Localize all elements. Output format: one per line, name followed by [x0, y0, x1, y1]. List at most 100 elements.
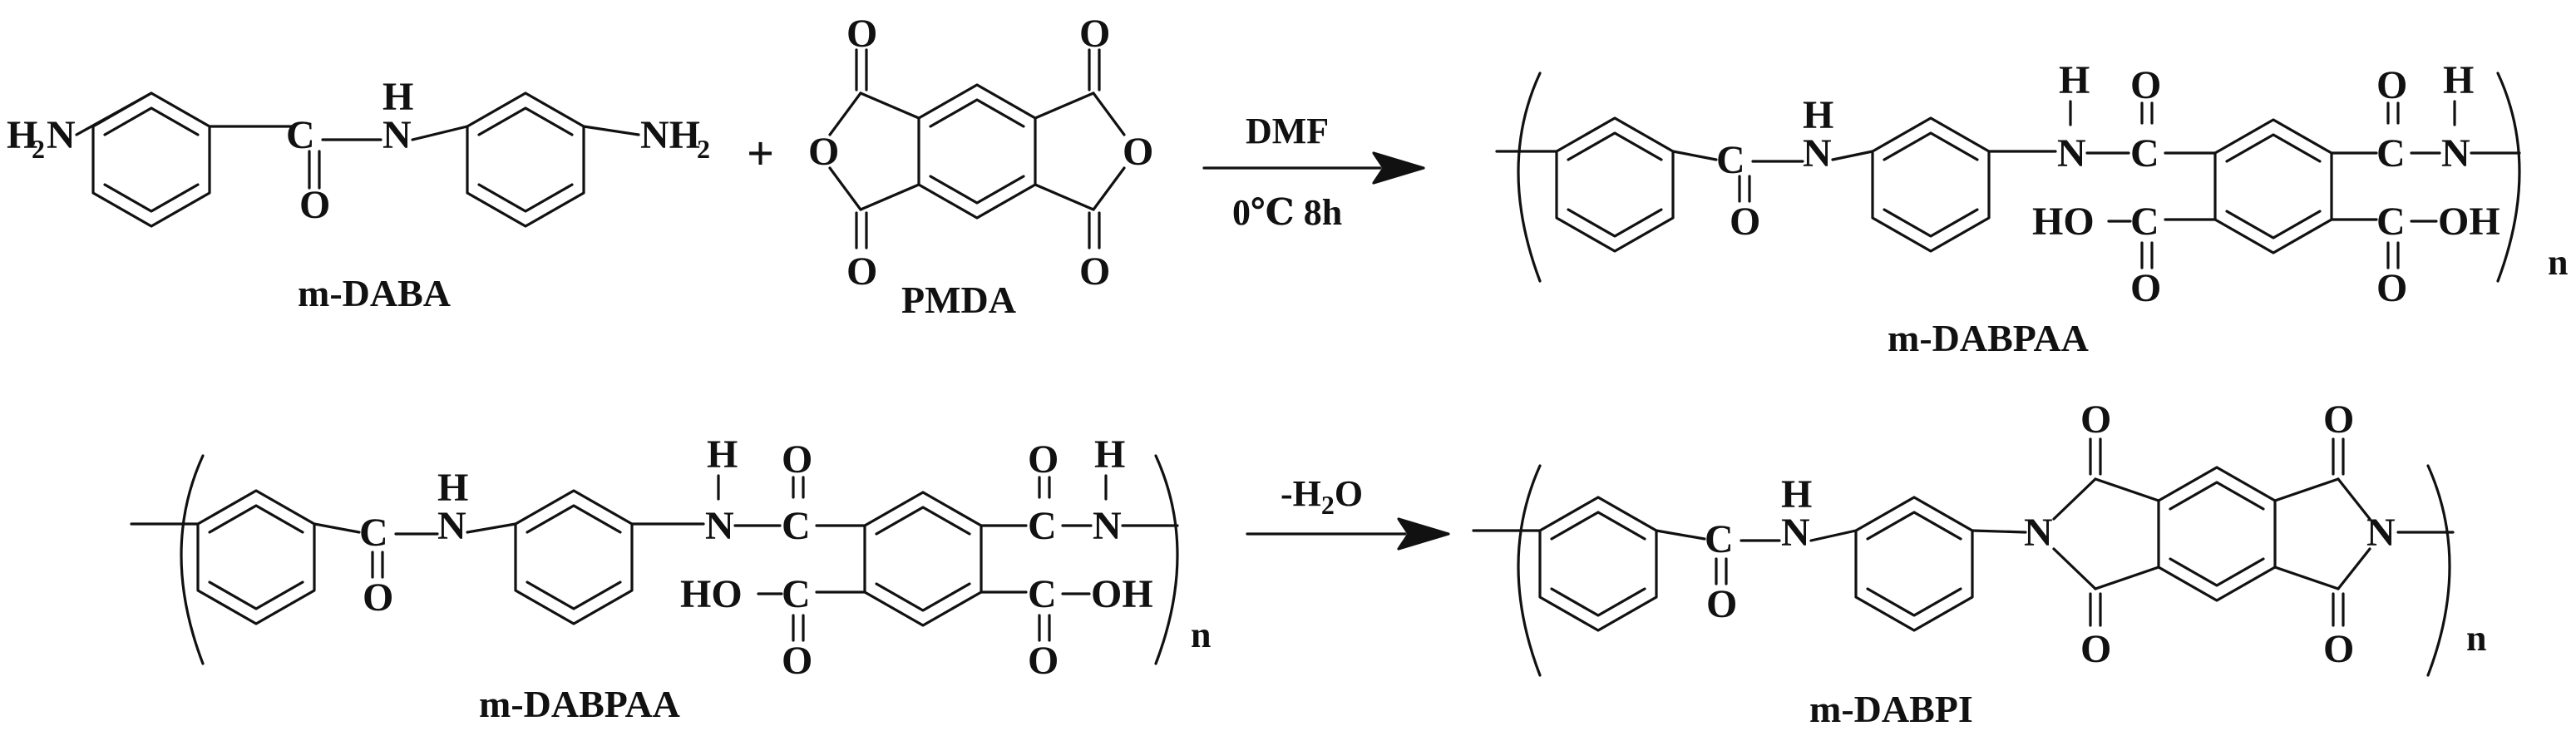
atom-h: H [2059, 58, 2090, 102]
repeat-index: n [2466, 618, 2486, 659]
condition-text: -H [1281, 473, 1321, 514]
compound-label: PMDA [901, 279, 1016, 321]
atom-o: O [1079, 12, 1110, 56]
atom-c: C [2130, 131, 2159, 175]
atom-n: N [2366, 511, 2396, 555]
atom-h: H [2443, 58, 2474, 102]
benzene-ring [1555, 116, 1675, 253]
atom-ho: HO [680, 572, 743, 616]
m-dabpi-structure: C O H N N O O O O N [1472, 398, 2486, 677]
reaction-condition: -H2O [1281, 473, 1363, 520]
atom-o: O [1079, 249, 1110, 294]
atom-n: NH [640, 113, 700, 157]
atom-o: O [846, 249, 877, 294]
compound-label: m-DABPAA [479, 683, 680, 725]
bracket-right [2496, 72, 2521, 283]
compound-label: m-DABA [298, 272, 451, 314]
reaction-condition: 0℃ 8h [1232, 192, 1342, 233]
atom-o: O [1706, 582, 1737, 626]
atom-o: O [1123, 130, 1153, 174]
atom-n: N [2057, 131, 2086, 175]
atom-o: O [1730, 200, 1760, 244]
repeat-index: n [2548, 242, 2568, 283]
pmda-structure: O O O O O O [808, 12, 1153, 294]
atom-c: C [1028, 504, 1057, 548]
atom-n: N [437, 504, 466, 548]
atom-o: O [2080, 627, 2111, 671]
benzene-ring [1871, 116, 1991, 253]
atom-subscript: 2 [697, 134, 710, 164]
atom-o: O [2376, 63, 2407, 107]
atom-n: N [47, 113, 76, 157]
atom-h: H [1094, 432, 1125, 477]
atom-o: O [2080, 398, 2111, 442]
atom-n: N [1093, 504, 1122, 548]
m-dabpaa-structure: C O H N H N C O C HO O C O N [130, 432, 1211, 683]
m-daba-structure: H 2 N C O H N NH 2 [7, 75, 710, 228]
atom-o: O [2130, 63, 2161, 107]
atom-c: C [782, 504, 811, 548]
atom-h: H [1781, 472, 1812, 516]
atom-o: O [808, 130, 839, 174]
atom-o: O [2130, 266, 2161, 310]
benzene-ring [1538, 496, 1658, 632]
benzene-ring [917, 83, 1037, 220]
plus-sign: + [747, 126, 774, 180]
atom-c: C [2130, 200, 2159, 244]
atom-o: O [2323, 627, 2354, 671]
atom-h: H [707, 432, 738, 477]
reaction-condition: DMF [1246, 111, 1329, 151]
atom-o: O [1028, 639, 1059, 683]
atom-c: C [1028, 572, 1057, 616]
bracket-left [1517, 72, 1542, 283]
atom-subscript: 2 [32, 134, 45, 164]
atom-o: O [846, 12, 877, 56]
benzene-ring [514, 489, 634, 625]
compound-label: m-DABPI [1809, 688, 1973, 730]
atom-h: H [382, 75, 413, 119]
benzene-ring [91, 91, 211, 228]
atom-o: O [2323, 398, 2354, 442]
atom-o: O [363, 575, 393, 620]
m-dabpaa-structure: C O H N H N C O C HO O C O N [1495, 58, 2568, 310]
atom-o: O [1028, 437, 1059, 482]
bracket-right [1154, 454, 1179, 665]
bracket-right [2426, 464, 2451, 677]
condition-subscript: 2 [1321, 490, 1335, 520]
atom-c: C [1705, 517, 1734, 561]
atom-n: N [382, 113, 412, 157]
atom-ho: HO [2032, 200, 2095, 244]
atom-o: O [299, 183, 330, 227]
compound-label: m-DABPAA [1888, 317, 2089, 359]
benzene-ring [196, 489, 316, 625]
atom-h: H [1803, 93, 1833, 137]
atom-oh: OH [2438, 200, 2500, 244]
atom-c: C [2376, 200, 2406, 244]
atom-c: C [1716, 138, 1745, 182]
benzene-ring [2157, 466, 2277, 602]
benzene-ring [863, 491, 983, 627]
atom-o: O [782, 437, 812, 482]
atom-h: H [7, 113, 37, 157]
atom-c: C [782, 572, 811, 616]
atom-n: N [705, 504, 734, 548]
benzene-ring [2213, 118, 2333, 254]
atom-n: N [2024, 511, 2053, 555]
atom-o: O [2376, 266, 2407, 310]
condition-text: O [1335, 473, 1363, 514]
bracket-left [1517, 464, 1542, 677]
atom-oh: OH [1091, 572, 1153, 616]
atom-c: C [286, 113, 315, 157]
atom-n: N [2441, 131, 2470, 175]
atom-n: N [1803, 131, 1832, 175]
reaction-arrow [1202, 151, 1425, 185]
atom-n: N [1781, 511, 1810, 555]
benzene-ring [1854, 496, 1974, 632]
benzene-ring [466, 91, 585, 228]
bracket-left [180, 454, 205, 665]
atom-c: C [359, 511, 388, 555]
reaction-arrow [1246, 517, 1450, 551]
atom-o: O [782, 639, 812, 683]
atom-c: C [2376, 131, 2406, 175]
